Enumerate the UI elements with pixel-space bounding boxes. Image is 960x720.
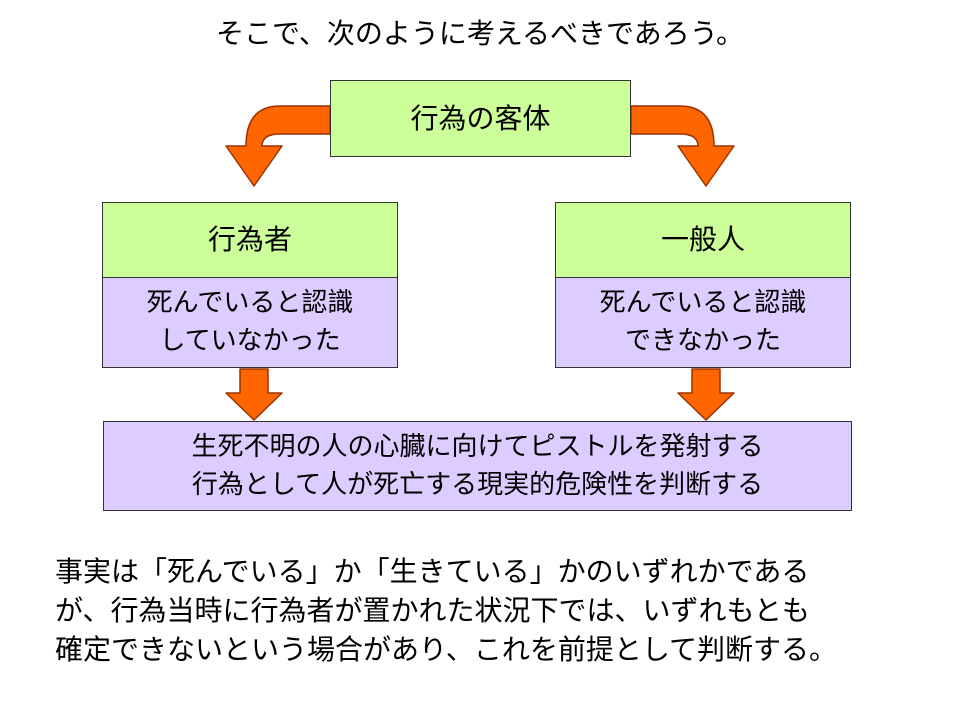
explanation-line: が、行為当時に行為者が置かれた状況下では、いずれもとも	[55, 594, 810, 627]
judgment-line: 生死不明の人の心臓に向けてピストルを発射する	[191, 432, 764, 462]
explanation-line: 事実は「死んでいる」か「生きている」かのいずれかである	[55, 555, 810, 588]
actor-box-header: 行為者	[102, 202, 398, 278]
object-box: 行為の客体	[330, 80, 631, 157]
explanation-text: 事実は「死んでいる」か「生きている」かのいずれかである が、行為当時に行為者が置…	[55, 552, 945, 669]
slide-title: そこで、次のように考えるべきであろう。	[215, 17, 745, 50]
public-box-header: 一般人	[555, 202, 851, 278]
public-box-body: 死んでいると認識 できなかった	[555, 277, 851, 368]
actor-body-line: 死んでいると認識	[146, 288, 354, 318]
public-body-line: 死んでいると認識	[599, 288, 807, 318]
judgment-box: 生死不明の人の心臓に向けてピストルを発射する 行為として人が死亡する現実的危険性…	[103, 421, 852, 511]
curved-arrow-left	[225, 105, 331, 187]
actor-box-body: 死んでいると認識 していなかった	[102, 277, 398, 368]
explanation-line: 確定できないという場合があり、これを前提として判断する。	[55, 633, 838, 666]
judgment-line: 行為として人が死亡する現実的危険性を判断する	[191, 470, 764, 500]
actor-body-line: していなかった	[159, 326, 341, 356]
down-arrow-right	[677, 368, 735, 421]
public-body-line: できなかった	[624, 326, 781, 356]
down-arrow-left	[225, 368, 283, 421]
curved-arrow-right	[630, 105, 735, 187]
